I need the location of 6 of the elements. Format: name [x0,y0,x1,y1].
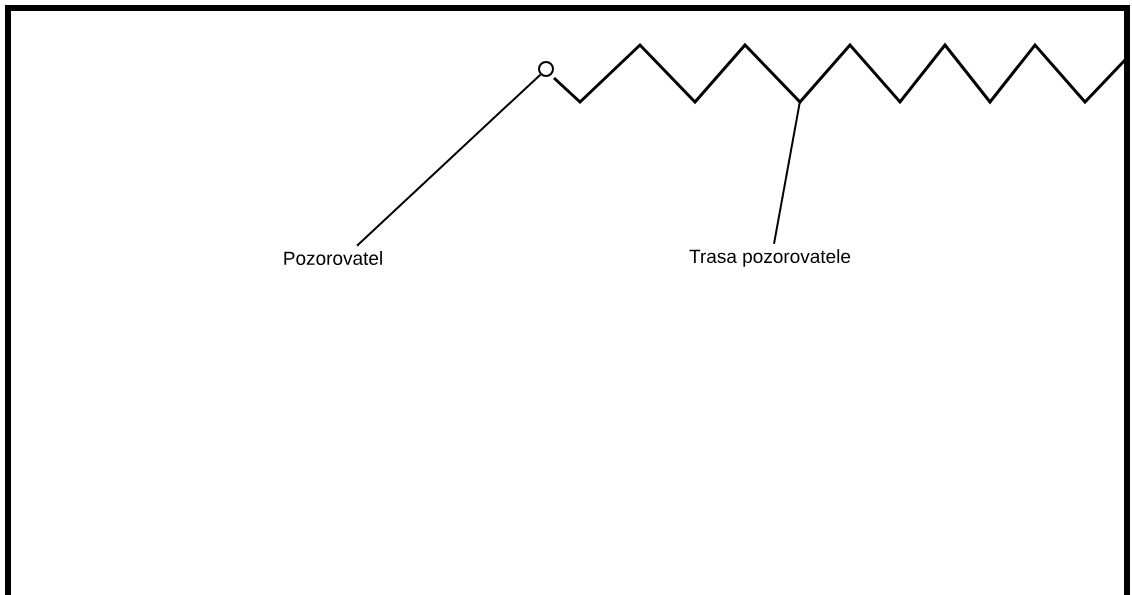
leader-line [356,73,542,247]
leader-line [773,101,801,245]
observer-circle [538,61,554,77]
label-text: Pozorovatel [284,251,382,265]
label-text: Trasa pozorovatele [689,249,851,267]
zigzag-path [553,42,1127,105]
